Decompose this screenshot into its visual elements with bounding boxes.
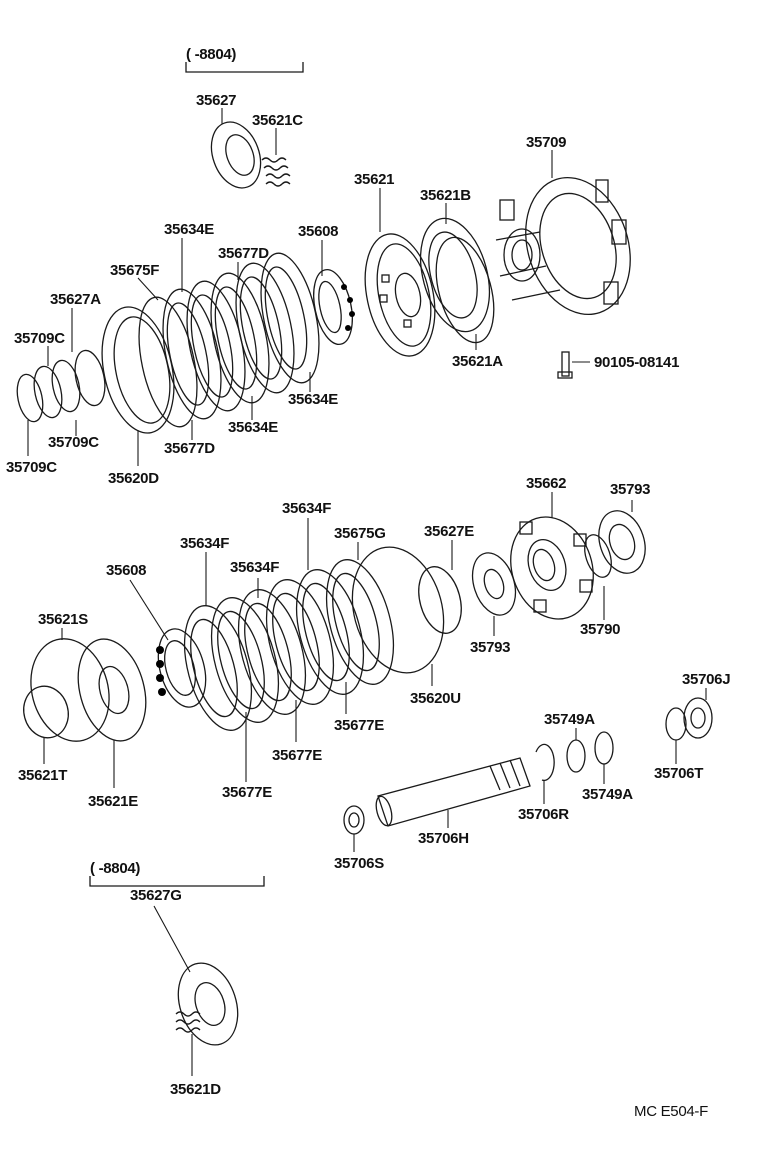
clutch-plates-bottom [183, 559, 395, 731]
label-35627: 35627 [196, 92, 236, 109]
label-35620U: 35620U [410, 690, 461, 707]
retainer-35608-bottom [156, 628, 207, 708]
label-35790: 35790 [580, 621, 620, 638]
label-35677E-a: 35677E [334, 717, 384, 734]
retainer-35608-top [313, 268, 355, 346]
label-35677E-b: 35677E [272, 747, 322, 764]
label-90105-08141: 90105-08141 [594, 354, 679, 371]
label-35634F-a: 35634F [282, 500, 331, 517]
label-35706T: 35706T [654, 765, 703, 782]
label-35662: 35662 [526, 475, 566, 492]
label-35621T: 35621T [18, 767, 67, 784]
label-35677D-b: 35677D [164, 440, 215, 457]
label-35709C-b: 35709C [48, 434, 99, 451]
part-shapes [16, 121, 713, 1046]
piston-35621 [364, 233, 436, 357]
label-35621E: 35621E [88, 793, 138, 810]
label-35634F-c: 35634F [230, 559, 279, 576]
label-35627E: 35627E [424, 523, 474, 540]
label-35793-a: 35793 [610, 481, 650, 498]
label-35627G: 35627G [130, 887, 182, 904]
label-35706R: 35706R [518, 806, 569, 823]
label-35634E-b: 35634E [288, 391, 338, 408]
drum-35709 [495, 177, 631, 315]
label-35793-b: 35793 [470, 639, 510, 656]
shaft-35706H [375, 757, 531, 827]
footer-code: MC E504-F [634, 1103, 708, 1120]
label-35621S: 35621S [38, 611, 88, 628]
part-labels: 35627 35621C 35709 35621 35621B 35634E 3… [6, 92, 731, 1120]
label-35621B: 35621B [420, 187, 471, 204]
label-35709C-a: 35709C [14, 330, 65, 347]
clutch-plates-top [138, 252, 320, 428]
bottom-variant-bracket: ( -8804) [89, 860, 265, 887]
top-variant-bracket: ( -8804) [185, 46, 304, 73]
label-35706S: 35706S [334, 855, 384, 872]
label-35709: 35709 [526, 134, 566, 151]
label-35709C-c: 35709C [6, 459, 57, 476]
label-35608-a: 35608 [298, 223, 338, 240]
label-35706H: 35706H [418, 830, 469, 847]
label-35621: 35621 [354, 171, 394, 188]
label-35706J: 35706J [682, 671, 730, 688]
spring-set-top [261, 157, 291, 187]
label-35621C: 35621C [252, 112, 303, 129]
label-35608-b: 35608 [106, 562, 146, 579]
label-35620D: 35620D [108, 470, 159, 487]
top-variant-note: ( -8804) [186, 46, 236, 63]
bottom-variant-note: ( -8804) [90, 860, 140, 877]
spring-set-bottom [175, 1011, 201, 1033]
label-35675G: 35675G [334, 525, 386, 542]
label-35677E-c: 35677E [222, 784, 272, 801]
label-35749A-a: 35749A [544, 711, 595, 728]
label-35675F: 35675F [110, 262, 159, 279]
label-35621A: 35621A [452, 353, 503, 370]
label-35634E-c: 35634E [228, 419, 278, 436]
leader-lines [27, 108, 707, 1076]
label-35677D-a: 35677D [218, 245, 269, 262]
label-35634F-b: 35634F [180, 535, 229, 552]
label-35621D: 35621D [170, 1081, 221, 1098]
label-35634E-a: 35634E [164, 221, 214, 238]
label-35627A: 35627A [50, 291, 101, 308]
label-35749A-b: 35749A [582, 786, 633, 803]
